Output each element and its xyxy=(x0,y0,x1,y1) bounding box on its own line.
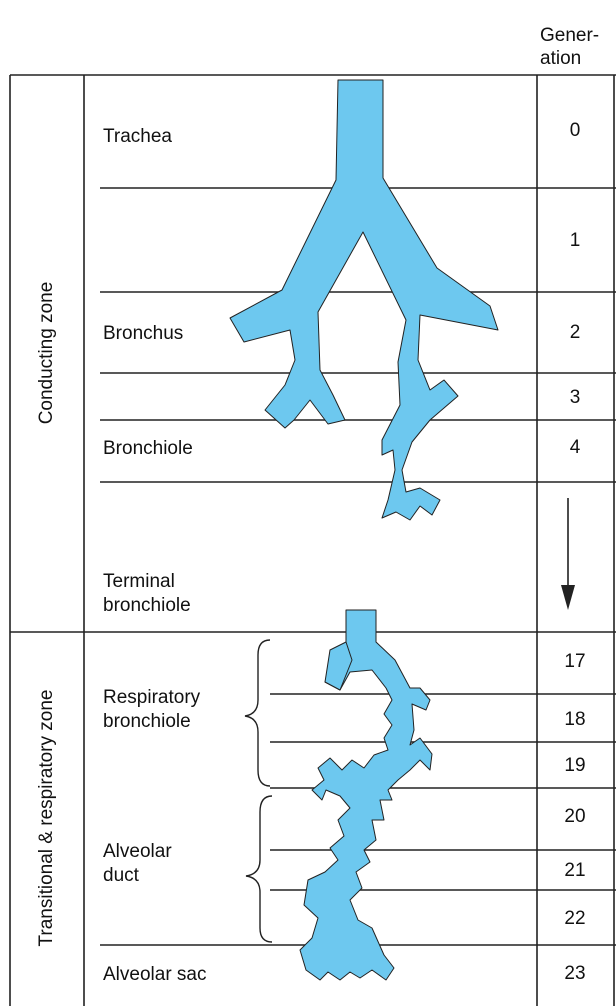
generation-number: 23 xyxy=(537,963,613,985)
generation-number: 2 xyxy=(537,322,613,344)
generation-number: 21 xyxy=(537,860,613,882)
generation-header: Gener- ation xyxy=(540,24,599,70)
generation-number: 20 xyxy=(537,806,613,828)
conducting-zone-label: Conducting zone xyxy=(36,282,58,425)
generation-number: 18 xyxy=(537,709,613,731)
table-frame xyxy=(10,75,616,1006)
transitional-zone-label: Transitional & respiratory zone xyxy=(36,690,58,947)
label-alveolar-sac: Alveolar sac xyxy=(103,963,207,987)
generation-number: 17 xyxy=(537,651,613,673)
label-bronchus: Bronchus xyxy=(103,322,183,346)
braces xyxy=(245,640,272,942)
generation-number: 1 xyxy=(537,230,613,252)
label-trachea: Trachea xyxy=(103,125,172,149)
label-bronchiole: Bronchiole xyxy=(103,437,193,461)
label-terminal-bronchiole: Terminal bronchiole xyxy=(103,570,191,618)
label-alveolar-duct: Alveolar duct xyxy=(103,840,172,888)
generation-number: 19 xyxy=(537,755,613,777)
generation-number: 3 xyxy=(537,387,613,409)
generation-number: 22 xyxy=(537,908,613,930)
label-respiratory-bronchiole: Respiratory bronchiole xyxy=(103,686,200,734)
conducting-airway-tree xyxy=(230,80,498,980)
generation-number: 4 xyxy=(537,437,613,459)
generation-number: 0 xyxy=(537,120,613,142)
generation-arrow xyxy=(561,498,575,610)
